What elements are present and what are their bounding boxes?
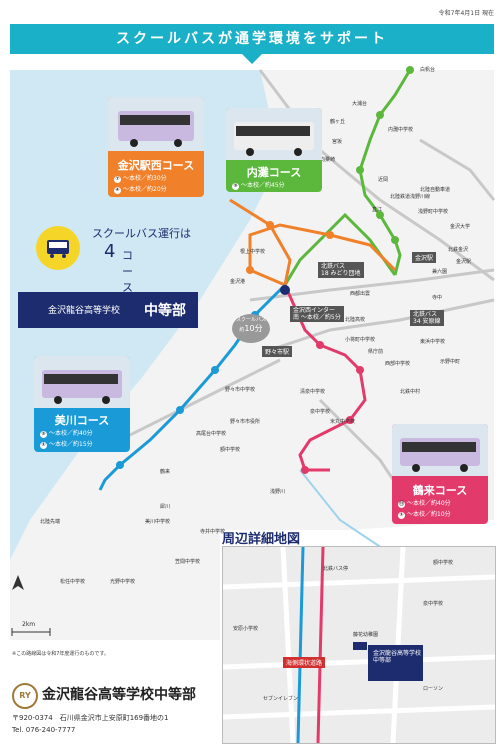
- map-place-label: 県庁前: [368, 349, 384, 355]
- map-place-label: 北鉄金沢: [448, 247, 469, 253]
- detail-station: 北鉄バス停: [323, 566, 349, 572]
- detail-school-b: 額中学校: [433, 560, 454, 566]
- map-place-label: 東浜中学校: [420, 339, 446, 345]
- detail-map: 金沢龍谷高等学校中等部 藤花幼稚園 海側環状道路 北鉄バス停 泉中学校 額中学校…: [222, 546, 496, 744]
- uchinada-route: [358, 69, 412, 276]
- course-card-tsurugi: 鶴来コース ⑪〜本校／約40分 ①〜本校／約10分: [392, 424, 488, 524]
- detail-shop1: ローソン: [423, 686, 444, 692]
- detail-kindergarten: 藤花幼稚園: [353, 632, 379, 638]
- detail-school-label: 金沢龍谷高等学校中等部: [373, 650, 422, 665]
- map-place-label: 示野中町: [440, 359, 461, 365]
- nishi-route: [229, 198, 292, 286]
- map-place-label: 浅野町中学校: [418, 209, 449, 215]
- map-place-label: 北陸高校: [345, 317, 366, 323]
- course-card-uchinada: 内灘コース ⑨〜本校／約45分: [226, 108, 322, 192]
- map-place-label: 金沢港: [230, 279, 246, 285]
- map-place-label: 西部中学校: [385, 361, 411, 367]
- detail-school-a: 泉中学校: [423, 601, 444, 607]
- map-place-label: 高尾台中学校: [196, 431, 227, 437]
- map-place-label: 寺井中学校: [200, 529, 226, 535]
- nonoichi-station-label: 野々市駅: [262, 346, 293, 357]
- map-place-label: 泉中学校: [310, 409, 331, 415]
- nonoichi-bus-box: スクールバス約10分: [232, 314, 270, 343]
- map-place-label: 金沢駅: [456, 259, 472, 265]
- uchinada-route-b: [283, 212, 397, 286]
- map-place-label: 近岡: [378, 177, 389, 183]
- map-place-label: 向粟崎: [320, 157, 336, 163]
- map-place-label: 宮坂: [332, 139, 343, 145]
- school-address: 〒920-0374 石川県金沢市上安原町169番地の1: [12, 714, 169, 722]
- map-place-label: 北陸鉄道浅野川線: [390, 194, 431, 200]
- scale-label: 2km: [22, 621, 36, 628]
- map-place-label: 美川中学校: [145, 519, 171, 525]
- course-name: 内灘コース: [246, 166, 302, 179]
- school-name: 金沢龍谷高等学校中等部: [42, 687, 196, 703]
- map-place-label: 内灘中学校: [388, 127, 414, 133]
- map-place-label: 兼六園: [432, 269, 448, 275]
- map-place-label: 寺中: [432, 295, 443, 301]
- map-place-label: 犀川: [160, 504, 171, 510]
- map-place-label: 北陸自動車道: [420, 187, 451, 193]
- course-card-mikawa: 美川コース ⑤〜本校／約40分 ①〜本校／約15分: [34, 356, 130, 452]
- map-place-label: 北鉄中村: [400, 389, 421, 395]
- map-place-label: 額中学校: [220, 447, 241, 453]
- detail-park: 安原小学校: [233, 626, 259, 632]
- footer-note: ※この路線図は令和7年度運行のものです。: [12, 651, 109, 657]
- map-place-label: 笠間中学校: [175, 559, 201, 565]
- map-place-label: 野々市中学校: [225, 387, 256, 393]
- map-place-label: 米丸中学校: [330, 419, 356, 425]
- map-place-label: 光野中学校: [110, 579, 136, 585]
- map-place-label: 西都出雲: [350, 291, 371, 297]
- course-name: 金沢駅西コース: [117, 159, 195, 172]
- map-place-label: 直江: [372, 207, 383, 213]
- school-tel: Tel. 076-240-7777: [12, 726, 76, 734]
- bus-icon: [36, 226, 80, 270]
- map-place-label: 北陸先端: [40, 519, 61, 525]
- map-place-label: 清泉中学校: [300, 389, 326, 395]
- banner: スクールバスが通学環境をサポート: [10, 24, 494, 64]
- detail-map-title: 周辺詳細地図: [222, 532, 301, 547]
- map-place-label: 白帆台: [420, 67, 436, 73]
- map-place-label: 根上中学校: [240, 249, 266, 255]
- map-place-label: 大浦台: [352, 101, 368, 107]
- map-place-label: 金沢大学: [450, 224, 471, 230]
- map-place-label: 小将町中学校: [345, 337, 376, 343]
- date-text: 令和7年4月1日 現在: [438, 10, 494, 17]
- interchange-box: 金沢西インター南 〜本校／約5分: [290, 306, 344, 323]
- map-place-label: 松任中学校: [60, 579, 86, 585]
- detail-shop2: セブンイレブン: [263, 696, 299, 702]
- stops: [116, 66, 414, 474]
- school-logo-icon: RY: [12, 683, 38, 709]
- map-place-label: 鶴来: [160, 469, 171, 475]
- school-marker: [280, 285, 290, 295]
- detail-road-label: 海側環状道路: [283, 657, 326, 668]
- course-name: 美川コース: [54, 414, 110, 427]
- map-place-label: 野々市市役所: [230, 419, 261, 425]
- course-card-nishi: 金沢駅西コース ⑦〜本校／約30分 ④〜本校／約20分: [108, 97, 204, 197]
- map-place-label: 浅野川: [270, 489, 286, 495]
- course-name: 鶴来コース: [412, 484, 468, 497]
- school-label: 金沢龍谷高等学校 中等部: [18, 292, 198, 328]
- kanazawa-station-label: 金沢駅: [412, 252, 437, 263]
- map-place-label: 鶴ヶ丘: [330, 119, 346, 125]
